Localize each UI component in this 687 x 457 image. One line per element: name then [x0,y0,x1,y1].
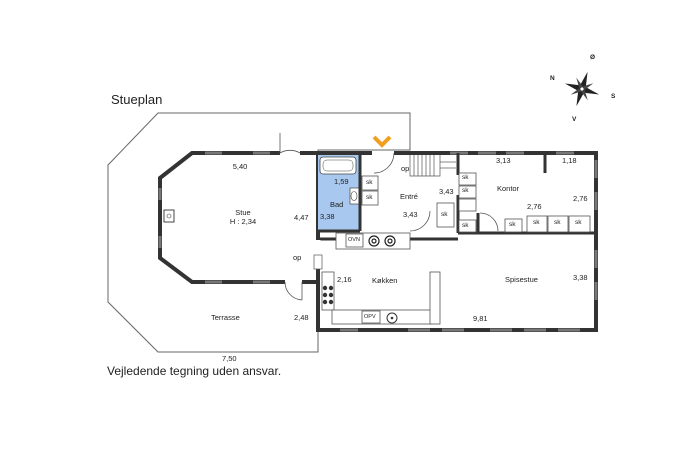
compass-east: Ø [590,54,596,61]
windows [340,151,598,332]
hob [322,285,334,305]
cabinet-label: sk [366,179,373,186]
compass-south: S [611,93,616,100]
entre-width: 3,43 [439,187,454,196]
stue-depth: 4,47 [294,213,309,222]
cabinet-boxes [361,172,591,233]
cabinet-label: sk [462,222,469,229]
door-swing [409,210,431,232]
stue-height: H : 2,34 [229,217,257,226]
kokken-name: Køkken [372,276,398,285]
windows [158,151,270,284]
page-title: Stueplan [111,92,163,107]
kokken-dim: 2,16 [337,275,352,284]
interior-walls [316,153,596,282]
bathtub-inner [322,159,354,172]
door-swing [279,149,301,154]
cabinet-label: sk [441,211,448,218]
kontor-depth-a: 2,76 [527,202,542,211]
cabinet-label: sk [575,219,582,226]
bad-depth: 3,38 [320,212,335,221]
spisestue-name: Spisestue [505,275,538,284]
spisestue-length: 9,81 [473,314,488,323]
entre-door-label: op [401,164,410,173]
entrance-marker-icon [372,135,392,148]
terrasse-name: Terrasse [211,313,240,322]
cabinet-label: sk [554,219,561,226]
door-swing [284,281,303,301]
bad-name: Bad [330,200,344,209]
door-frame [313,254,323,270]
stairs [409,155,456,177]
dishwasher-label: OPV [364,314,376,320]
cabinet-label: sk [462,187,469,194]
cabinet-label: sk [533,219,540,226]
compass-icon [564,71,600,107]
kokken-stair-label: op [293,253,302,262]
living-room-floor [160,153,318,282]
fireplace [163,209,175,223]
terrace-outline [107,112,411,353]
oven-label: OVN [348,237,360,243]
kontor-depth-b: 2,76 [573,194,588,203]
stue-width: 5,40 [232,162,248,171]
compass-west: V [572,116,577,123]
sink-drain [390,316,394,320]
fireplace-center [166,213,172,219]
appliance-box [345,233,364,248]
stue-name: Stue [235,208,251,217]
entre-name: Entré [400,192,418,201]
cabinet-label: sk [366,194,373,201]
door-swing [373,152,395,174]
entre-depth: 3,43 [403,210,418,219]
kontor-width: 3,13 [496,156,511,165]
cabinet-label: sk [509,221,516,228]
terrasse-width: 7,50 [222,354,237,363]
toilet [350,191,358,201]
spisestue-depth: 3,38 [573,273,588,282]
terrasse-depth: 2,48 [294,313,309,322]
appliance-box [361,310,381,324]
compass-north: N [550,75,555,82]
bad-width: 1,59 [334,177,349,186]
stove-burners [368,235,396,247]
kontor-side: 1,18 [562,156,577,165]
disclaimer: Vejledende tegning uden ansvar. [107,364,282,378]
door-swing [479,212,499,232]
cabinet-label: sk [462,174,469,181]
kontor-name: Kontor [497,184,520,193]
